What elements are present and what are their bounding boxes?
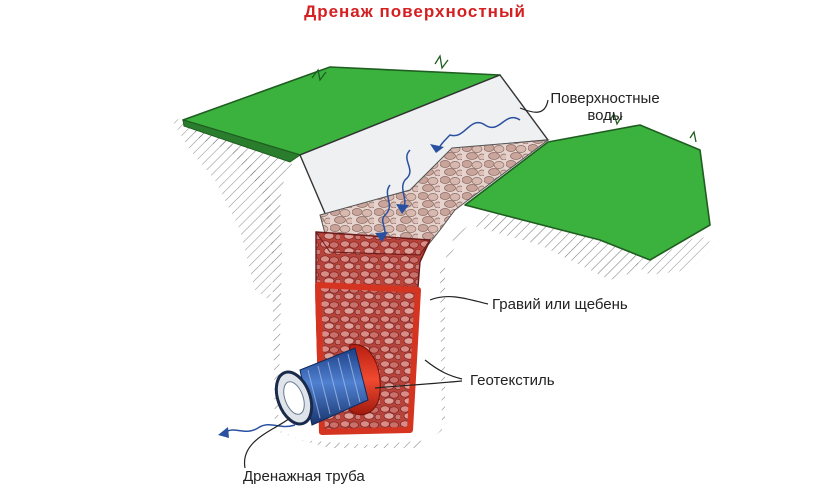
label-drainage-pipe: Дренажная труба: [243, 468, 365, 485]
water-flow-arrows: [218, 117, 521, 438]
label-gravel: Гравий или щебень: [492, 296, 628, 313]
label-geotextile: Геотекстиль: [470, 372, 555, 389]
label-surface-water-line1: Поверхностные: [550, 90, 660, 107]
drainage-pipe: [274, 344, 381, 426]
diagram-title: Дренаж поверхностный: [304, 2, 526, 21]
label-surface-water: Поверхностные воды: [550, 90, 660, 124]
leader-lines: [244, 99, 549, 469]
label-surface-water-line2: воды: [587, 107, 623, 124]
grass-tufts: [311, 54, 697, 143]
right-grass: [464, 124, 711, 261]
